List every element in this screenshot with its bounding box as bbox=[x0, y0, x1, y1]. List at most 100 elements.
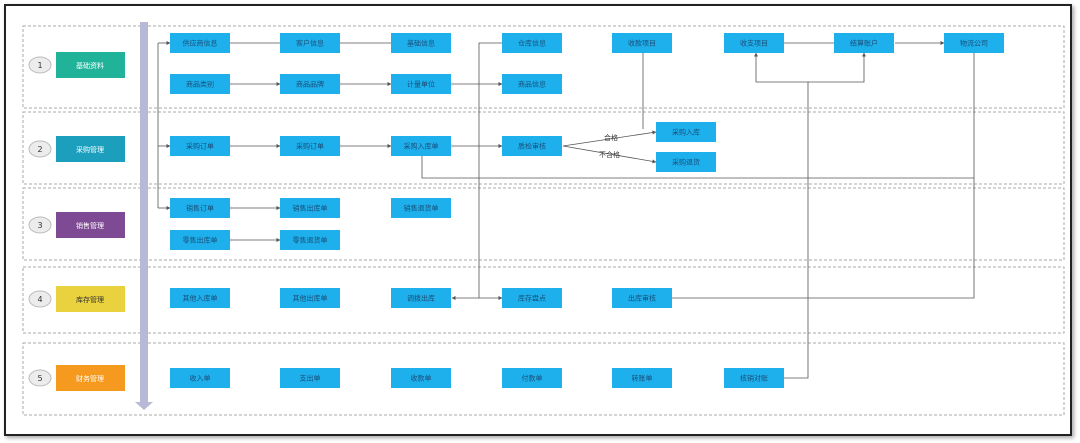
diagram-frame: 1 基础资料 2 采购管理 3 销售管理 4 库存管理 5 财务管理 bbox=[4, 4, 1072, 436]
node-n23: 计量单位 bbox=[391, 74, 451, 94]
node-box bbox=[612, 288, 672, 308]
node-label: 采购订单 bbox=[186, 142, 214, 151]
node-n16: 收支项目 bbox=[724, 33, 784, 53]
module-number: 4 bbox=[37, 295, 42, 304]
node-box bbox=[502, 33, 562, 53]
lane-3 bbox=[22, 187, 1065, 261]
node-box bbox=[391, 288, 451, 308]
lane-4 bbox=[22, 266, 1065, 334]
node-label: 结算账户 bbox=[850, 39, 878, 48]
node-label: 转账单 bbox=[632, 374, 653, 383]
node-n62: 支出单 bbox=[280, 368, 340, 388]
edge-label-pass: 合格 bbox=[604, 133, 618, 142]
node-label: 商品类别 bbox=[186, 80, 214, 89]
node-box bbox=[170, 368, 230, 388]
node-box bbox=[502, 368, 562, 388]
node-n14: 仓库信息 bbox=[502, 33, 562, 53]
node-label: 销售出库单 bbox=[293, 204, 328, 213]
lane-5 bbox=[22, 342, 1065, 416]
node-box bbox=[170, 136, 230, 156]
node-box bbox=[656, 122, 716, 142]
node-n35: 采购入库 bbox=[656, 122, 716, 142]
node-box bbox=[170, 230, 230, 250]
node-label: 商品信息 bbox=[518, 80, 546, 89]
node-n44: 零售出库单 bbox=[170, 230, 230, 250]
module-label: 销售管理 bbox=[76, 221, 104, 230]
node-box bbox=[944, 33, 1004, 53]
node-n64: 付款单 bbox=[502, 368, 562, 388]
node-box bbox=[391, 136, 451, 156]
node-label: 支出单 bbox=[300, 374, 321, 383]
node-box bbox=[280, 136, 340, 156]
node-label: 收款项目 bbox=[628, 39, 656, 48]
node-label: 调拨出库 bbox=[407, 294, 435, 303]
module-label: 基础资料 bbox=[76, 61, 104, 70]
node-n53: 调拨出库 bbox=[391, 288, 451, 308]
node-label: 商品品牌 bbox=[296, 80, 324, 89]
node-n24: 商品信息 bbox=[502, 74, 562, 94]
node-n32: 采购订单 bbox=[280, 136, 340, 156]
node-box bbox=[502, 136, 562, 156]
flow-diagram: 1 基础资料 2 采购管理 3 销售管理 4 库存管理 5 财务管理 bbox=[22, 22, 1065, 416]
module-2: 2 采购管理 bbox=[28, 136, 125, 162]
module-number: 5 bbox=[37, 374, 42, 383]
module-label: 库存管理 bbox=[76, 295, 104, 304]
node-box bbox=[280, 198, 340, 218]
node-box bbox=[656, 152, 716, 172]
node-n42: 销售出库单 bbox=[280, 198, 340, 218]
node-label: 物流公司 bbox=[960, 39, 988, 48]
node-label: 其他出库单 bbox=[293, 294, 328, 303]
node-label: 供应商信息 bbox=[183, 39, 218, 48]
node-box bbox=[280, 74, 340, 94]
node-n15: 收款项目 bbox=[612, 33, 672, 53]
node-box bbox=[724, 33, 784, 53]
node-label: 采购入库单 bbox=[404, 142, 439, 151]
node-n65: 转账单 bbox=[612, 368, 672, 388]
node-label: 出库审核 bbox=[628, 294, 656, 303]
node-n34: 质检审核 bbox=[502, 136, 562, 156]
node-label: 收款单 bbox=[411, 374, 432, 383]
lane-2 bbox=[22, 111, 1065, 185]
node-box bbox=[280, 368, 340, 388]
node-box bbox=[612, 33, 672, 53]
node-n17: 结算账户 bbox=[834, 33, 894, 53]
node-box bbox=[612, 368, 672, 388]
node-n31: 采购订单 bbox=[170, 136, 230, 156]
module-number: 1 bbox=[37, 61, 42, 70]
node-box bbox=[502, 74, 562, 94]
node-label: 采购退货 bbox=[672, 158, 700, 167]
node-label: 收入单 bbox=[190, 374, 211, 383]
node-label: 采购入库 bbox=[672, 128, 700, 137]
node-box bbox=[724, 368, 784, 388]
module-number: 3 bbox=[37, 221, 42, 230]
module-5: 5 财务管理 bbox=[28, 365, 125, 391]
module-label: 财务管理 bbox=[76, 374, 104, 383]
node-label: 付款单 bbox=[522, 374, 543, 383]
node-box bbox=[502, 288, 562, 308]
node-n21: 商品类别 bbox=[170, 74, 230, 94]
node-n61: 收入单 bbox=[170, 368, 230, 388]
node-label: 核销对账 bbox=[740, 374, 768, 383]
node-box bbox=[170, 33, 230, 53]
node-label: 质检审核 bbox=[518, 142, 546, 151]
node-box bbox=[170, 198, 230, 218]
node-label: 收支项目 bbox=[740, 39, 768, 48]
node-n51: 其他入库单 bbox=[170, 288, 230, 308]
node-label: 零售出库单 bbox=[183, 236, 218, 245]
node-box bbox=[280, 288, 340, 308]
node-label: 仓库信息 bbox=[518, 39, 546, 48]
node-n41: 销售订单 bbox=[170, 198, 230, 218]
node-n12: 客户信息 bbox=[280, 33, 340, 53]
node-box bbox=[170, 74, 230, 94]
node-label: 其他入库单 bbox=[183, 294, 218, 303]
module-1: 1 基础资料 bbox=[28, 52, 125, 78]
node-label: 计量单位 bbox=[407, 80, 435, 89]
node-n66: 核销对账 bbox=[724, 368, 784, 388]
node-n18: 物流公司 bbox=[944, 33, 1004, 53]
lane-1 bbox=[22, 25, 1065, 109]
node-n13: 基础信息 bbox=[391, 33, 451, 53]
edge-label-fail: 不合格 bbox=[599, 150, 620, 159]
node-box bbox=[280, 33, 340, 53]
node-n45: 零售退货单 bbox=[280, 230, 340, 250]
